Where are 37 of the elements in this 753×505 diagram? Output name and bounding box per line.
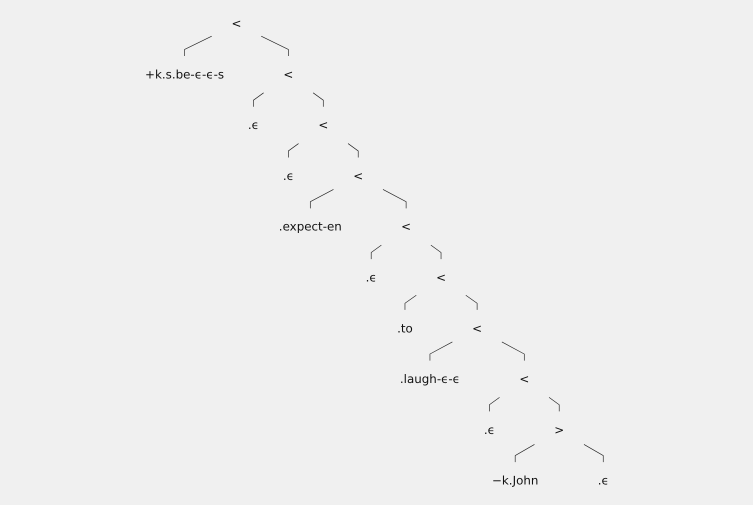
node-text: .ϵ — [247, 118, 259, 133]
connector — [370, 244, 382, 260]
connector — [312, 92, 324, 108]
node-text: < — [318, 118, 328, 133]
connector — [429, 342, 452, 361]
node-text: −k.John — [492, 474, 538, 488]
node-text: < — [400, 220, 411, 234]
node-text: > — [554, 423, 564, 438]
connector — [514, 444, 534, 462]
connector — [288, 143, 298, 158]
node-text: .ϵ — [282, 169, 294, 184]
connector — [548, 397, 560, 412]
node-text: < — [231, 17, 242, 31]
node-text: < — [282, 68, 293, 82]
node-text: < — [518, 372, 529, 386]
node-text: +k.s.be-ϵ-ϵ-s — [144, 68, 224, 82]
connector — [488, 397, 500, 412]
node-text: .to — [396, 322, 412, 336]
node-text: < — [472, 322, 482, 336]
connector — [465, 294, 478, 310]
connector — [310, 189, 334, 209]
connector — [252, 92, 264, 108]
connector — [184, 36, 212, 56]
connector — [583, 444, 604, 462]
connector — [347, 143, 358, 158]
node-text: .expect-en — [278, 220, 342, 234]
node-text: < — [352, 169, 363, 184]
connector — [382, 189, 406, 209]
connector — [430, 244, 441, 260]
node-text: .ϵ — [483, 423, 494, 438]
connector — [501, 342, 524, 361]
node-text: .ϵ — [365, 270, 376, 285]
node-text: < — [436, 270, 446, 285]
node-text: .ϵ — [597, 474, 608, 488]
connector — [404, 294, 416, 310]
connector — [260, 36, 288, 56]
node-text: .laugh-ϵ-ϵ — [399, 372, 460, 386]
